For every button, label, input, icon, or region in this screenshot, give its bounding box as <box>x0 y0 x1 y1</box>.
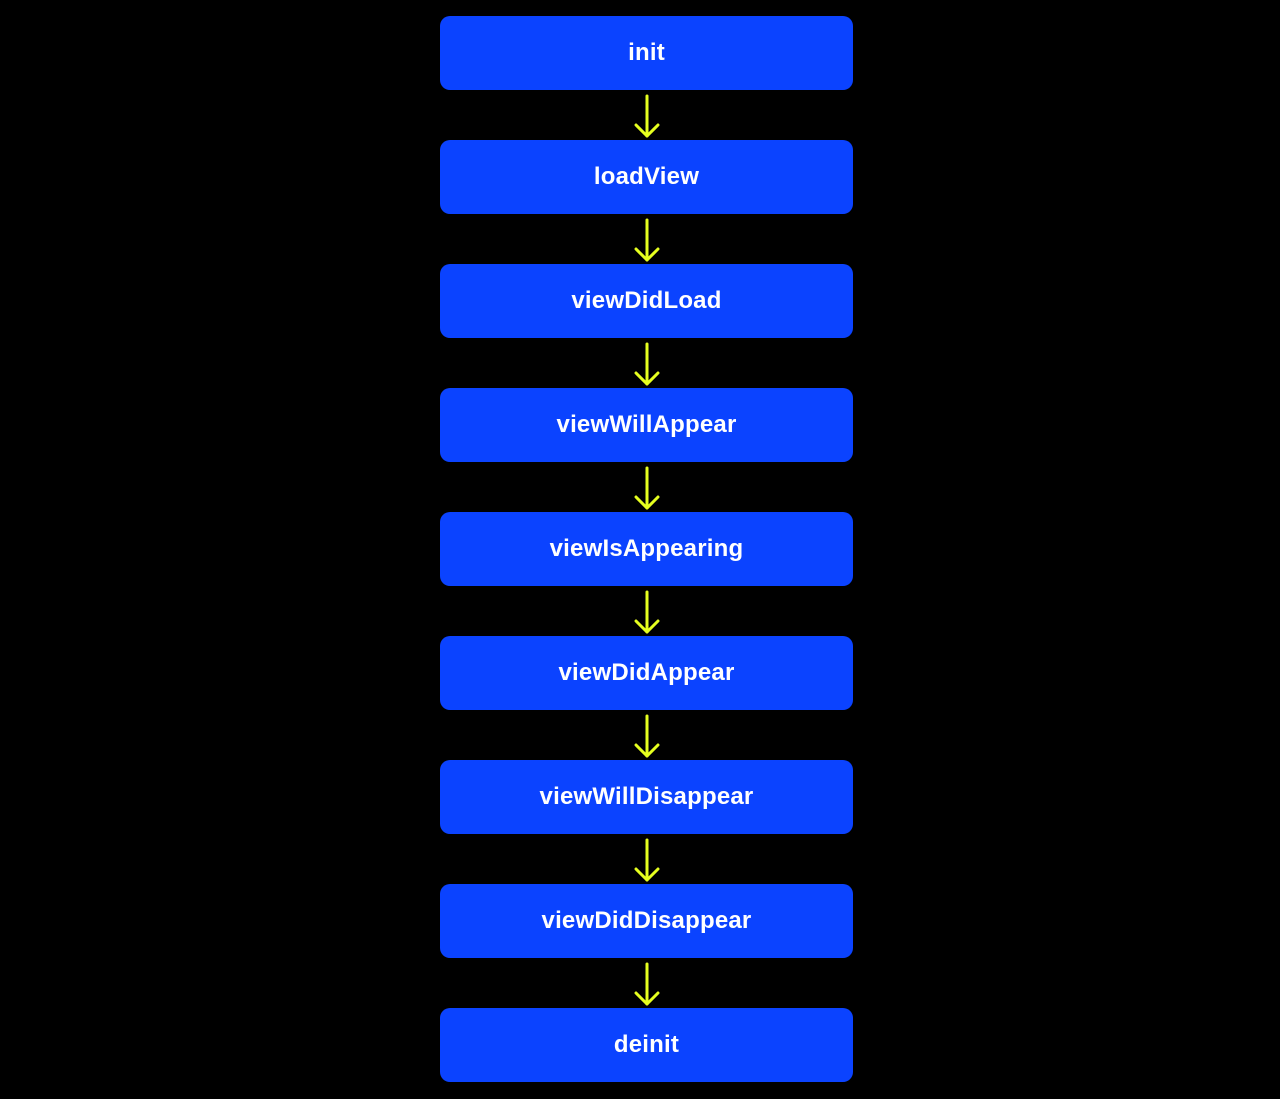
lifecycle-step-box: loadView <box>440 140 853 214</box>
lifecycle-step-box: deinit <box>440 1008 853 1082</box>
lifecycle-step-box: viewWillDisappear <box>440 760 853 834</box>
lifecycle-step-label: viewDidLoad <box>571 287 722 314</box>
lifecycle-step-label: init <box>628 39 665 66</box>
lifecycle-step-label: viewWillDisappear <box>539 783 754 810</box>
arrow-down-icon <box>630 94 664 142</box>
arrow-down-icon <box>630 466 664 514</box>
lifecycle-step-label: viewIsAppearing <box>549 535 744 562</box>
arrow-down-icon <box>630 218 664 266</box>
lifecycle-step-label: loadView <box>593 163 700 190</box>
arrow-down-icon <box>630 590 664 638</box>
lifecycle-step-label: deinit <box>613 1031 680 1058</box>
lifecycle-step-label: viewDidAppear <box>558 659 735 686</box>
lifecycle-step-label: viewDidDisappear <box>541 907 752 934</box>
arrow-down-icon <box>630 714 664 762</box>
arrow-down-icon <box>630 962 664 1010</box>
arrow-down-icon <box>630 342 664 390</box>
lifecycle-step-box: viewDidAppear <box>440 636 853 710</box>
lifecycle-step-label: viewWillAppear <box>556 411 737 438</box>
lifecycle-step-box: viewIsAppearing <box>440 512 853 586</box>
lifecycle-step-box: init <box>440 16 853 90</box>
lifecycle-step-box: viewWillAppear <box>440 388 853 462</box>
lifecycle-step-box: viewDidDisappear <box>440 884 853 958</box>
arrow-down-icon <box>630 838 664 886</box>
lifecycle-step-box: viewDidLoad <box>440 264 853 338</box>
